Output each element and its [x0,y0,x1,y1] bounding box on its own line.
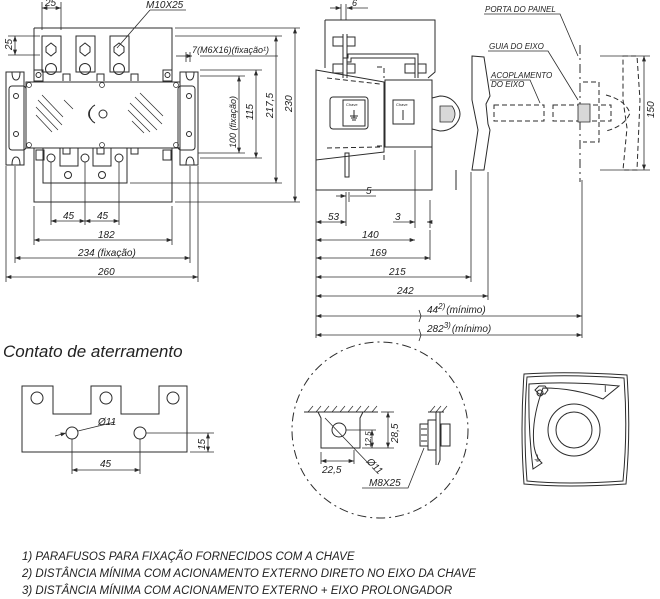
detail-label-bolt: M8X25 [369,478,401,489]
hatch-marks-left [35,94,74,133]
m10-bolt-icon [113,42,125,57]
hatch-marks-right [127,92,164,134]
grounding-dim-45: 45 [100,459,112,470]
dim-217: 217,5 [265,93,276,119]
side-housing-top [325,19,436,79]
handle-dashed [622,55,641,171]
note-3: 3) DISTÂNCIA MÍNIMA COM ACIONAMENTO EXTE… [22,584,452,597]
upper-housing-outline [33,27,173,70]
rotary-handle-front [521,372,630,487]
handle-side [471,55,491,171]
dim-45b: 45 [97,211,109,222]
operating-shaft-icon [98,109,108,119]
dim-169: 169 [370,248,387,259]
dim-5: 5 [366,186,372,197]
detail-dim-diameter: Ø11 [363,456,384,477]
label-shaft-coupling-2: DO EIXO [491,80,524,89]
detail-circle [291,341,469,519]
note-2: 2) DISTÂNCIA MÍNIMA COM ACIONAMENTO EXTE… [21,567,476,580]
dim-115: 115 [245,104,256,120]
fixing-tabs-top [33,69,173,82]
dim-234: 234 (fixação) [77,248,136,259]
shaft-coupling-dashed [493,104,545,122]
shaft-coupling [431,95,461,132]
dim-182: 182 [98,230,115,241]
grounding-title: Contato de aterramento [3,342,183,361]
dim-45a: 45 [63,211,75,222]
label-shaft-coupling-1: ACOPLAMENTO [490,71,552,80]
main-body [25,81,181,149]
label-shaft-guide: GUIA DO EIXO [489,42,544,51]
dim-150: 150 [646,101,657,118]
switch-module-bottom [315,147,433,191]
busbar [342,34,419,78]
dim-260: 260 [97,267,115,278]
handle-position-on: I [604,384,607,394]
dim-242: 242 [396,286,414,297]
cover-screws [26,82,179,148]
detail-dim-28: 28,5 [390,423,401,444]
switch-label-1: Chave [346,102,358,107]
detail-dim-12: 12,5 [364,431,373,447]
handle-position-ground-icon: ⏚ [533,454,542,464]
dim-140: 140 [362,230,379,241]
dim-53: 53 [328,212,340,223]
switch-label-2: Chave [396,102,408,107]
operating-indicator-icon [88,104,96,124]
label-panel-door: PORTA DO PAINEL [485,5,556,14]
dim-230: 230 [284,95,295,113]
top-terminals [41,35,130,75]
ground-symbol-icon [350,110,358,121]
dim-6: 6 [352,0,357,8]
label-fixing-hole: 7(M6X16)(fixação¹) [192,45,269,55]
note-1: 1) PARAFUSOS PARA FIXAÇÃO FORNECIDOS COM… [22,550,355,563]
detail-dim-22: 22,5 [321,465,342,476]
dim-100: 100 (fixação) [228,96,238,148]
busbar-bolts [332,36,427,74]
grounding-contact-drawing [21,385,214,474]
side-view: Chave Chave [315,0,657,342]
dim-215: 215 [388,267,406,278]
dim-terminal-height: 25 [4,38,15,51]
front-dimensions [5,2,300,282]
dim-3: 3 [395,212,401,223]
grounding-dim-diameter: Ø11 [97,417,116,428]
side-mounting-plates [5,71,199,166]
label-bolt-m10: M10X25 [146,0,184,11]
front-view: 25 25 M10X25 7(M6X16)(fixação¹) 100 (fix… [4,0,300,282]
bottom-terminals [33,148,173,203]
side-dimensions [315,4,650,342]
dim-terminal-width: 25 [44,0,57,9]
dim-44: 442)(mínimo) [427,302,486,316]
grounding-dim-15: 15 [197,438,208,450]
dim-282: 2823)(mínimo) [426,321,491,335]
